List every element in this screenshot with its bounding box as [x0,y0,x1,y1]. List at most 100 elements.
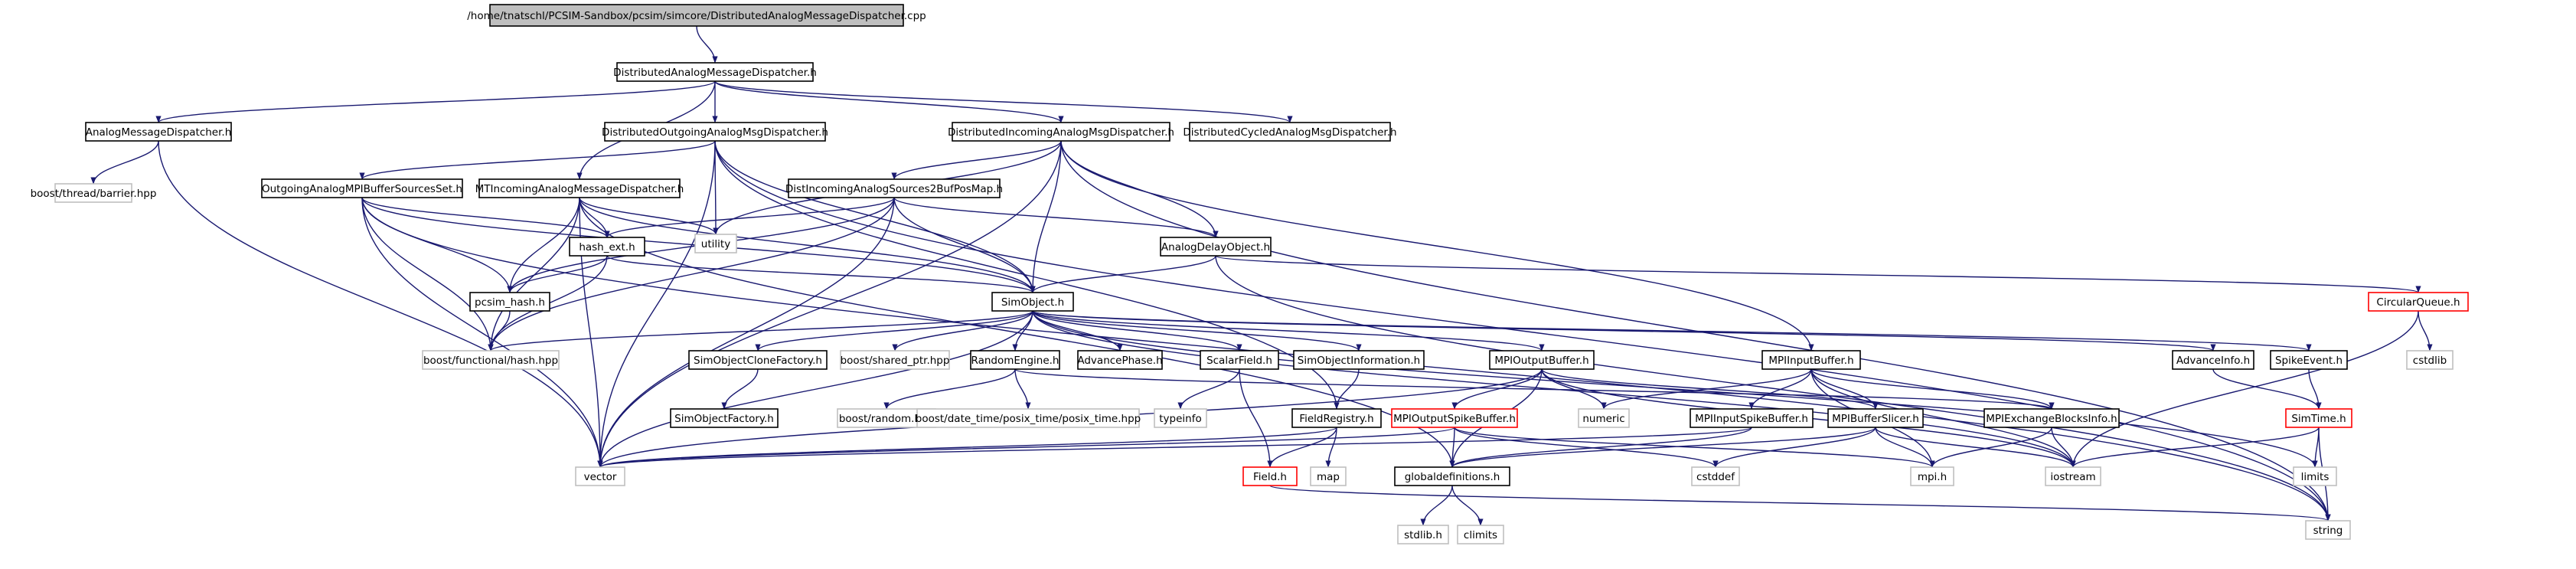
node-box-mtiamd [478,178,681,198]
node-boosthash[interactable]: boost/functional/hash.hpp [422,350,560,370]
node-hashext[interactable]: hash_ext.h [569,237,645,257]
node-circq[interactable]: CircularQueue.h [2368,292,2469,312]
node-box-doamd [604,122,826,142]
node-mpiebi[interactable]: MPIExchangeBlocksInfo.h [1983,408,2120,428]
node-label-amd: AnalogMessageDispatcher.h [86,126,232,139]
node-box-iostream [2045,466,2101,486]
nodes-layer: /home/tnatschl/PCSIM-Sandbox/pcsim/simco… [31,4,2469,544]
edge-mpiib-to-mpibs [1810,368,1879,410]
node-fieldreg[interactable]: FieldRegistry.h [1291,408,1382,428]
node-amd[interactable]: AnalogMessageDispatcher.h [85,122,232,142]
node-box-root [489,4,904,27]
node-box-field [1242,466,1298,486]
node-dias2bpm[interactable]: DistIncomingAnalogSources2BufPosMap.h [785,178,1003,198]
node-advphase[interactable]: AdvancePhase.h [1077,350,1163,370]
node-box-string [2305,520,2351,540]
node-mpih[interactable]: mpi.h [1910,466,1954,486]
node-label-limits: limits [2301,471,2330,483]
node-diamd[interactable]: DistributedIncomingAnalogMsgDispatcher.h [948,122,1174,142]
node-map[interactable]: map [1310,466,1347,486]
edge-simobject-to-boosthash [488,310,1033,352]
node-cstddef[interactable]: cstddef [1691,466,1740,486]
node-ado[interactable]: AnalogDelayObject.h [1160,237,1272,257]
node-mtiamd[interactable]: MTIncomingAnalogMessageDispatcher.h [475,178,684,198]
node-stdlib[interactable]: stdlib.h [1397,525,1449,544]
node-sharedptr[interactable]: boost/shared_ptr.hpp [840,350,950,370]
node-vector[interactable]: vector [575,466,625,486]
node-box-oamss [261,178,463,198]
node-label-hashext: hash_ext.h [579,241,635,253]
edge-diamd-to-dias2bpm [891,140,1062,180]
node-mpiosb[interactable]: MPIOutputSpikeBuffer.h [1391,408,1518,428]
edge-field-to-string [1269,485,2331,522]
node-box-advphase [1077,350,1163,370]
node-globaldefs[interactable]: globaldefinitions.h [1394,466,1510,486]
edge-simtime-to-limits [2312,427,2320,468]
node-field[interactable]: Field.h [1242,466,1298,486]
node-simobject[interactable]: SimObject.h [991,292,1074,312]
node-mpibs[interactable]: MPIBufferSlicer.h [1827,408,1924,428]
node-reng[interactable]: RandomEngine.h [970,350,1060,370]
node-mpiob[interactable]: MPIOutputBuffer.h [1489,350,1595,370]
node-oamss[interactable]: OutgoingAnalogMPIBufferSourcesSet.h [261,178,463,198]
edge-simobject-to-socf [755,310,1033,352]
node-soinfo[interactable]: SimObjectInformation.h [1293,350,1425,370]
node-climits[interactable]: climits [1457,525,1504,544]
node-utility[interactable]: utility [694,234,737,253]
node-string[interactable]: string [2305,520,2351,540]
edge-mpiisb-to-vector [597,427,1752,468]
node-cstdlib[interactable]: cstdlib [2406,350,2454,370]
node-box-typeinfo [1154,408,1207,428]
node-box-circq [2368,292,2469,312]
node-label-numeric: numeric [1582,413,1624,425]
node-socf[interactable]: SimObjectCloneFactory.h [688,350,828,370]
edge-mtiamd-to-hashext [579,197,610,238]
edge-damd-to-diamd [714,80,1064,123]
edge-dias2bpm-to-boosthash [488,197,895,352]
node-numeric[interactable]: numeric [1578,408,1630,428]
node-label-spikeev: SpikeEvent.h [2275,355,2343,367]
edge-mpibs-to-iostream [1875,427,2076,468]
node-scalarfield[interactable]: ScalarField.h [1200,350,1279,370]
node-spikeev[interactable]: SpikeEvent.h [2270,350,2348,370]
node-mpiisb[interactable]: MPIInputSpikeBuffer.h [1690,408,1814,428]
node-sofact[interactable]: SimObjectFactory.h [670,408,779,428]
node-doamd[interactable]: DistributedOutgoingAnalogMsgDispatcher.h [602,122,828,142]
node-pcsimhash[interactable]: pcsim_hash.h [469,292,550,312]
node-box-hashext [569,237,645,257]
node-damd[interactable]: DistributedAnalogMessageDispatcher.h [613,62,817,82]
node-typeinfo[interactable]: typeinfo [1154,408,1207,428]
edge-doamd-to-vector [597,140,716,468]
node-box-fieldreg [1291,408,1382,428]
node-label-mpibs: MPIBufferSlicer.h [1832,413,1919,425]
node-barrier[interactable]: boost/thread/barrier.hpp [31,183,157,203]
edge-fieldreg-to-map [1325,427,1337,468]
edge-globaldefs-to-climits [1451,485,1484,526]
node-posix[interactable]: boost/date_time/posix_time/posix_time.hp… [916,408,1141,428]
edges-layer [90,25,2433,526]
node-mpiib[interactable]: MPIInputBuffer.h [1761,350,1861,370]
edge-simobject-to-advinfo [1032,310,2216,352]
node-box-limits [2293,466,2337,486]
node-simtime[interactable]: SimTime.h [2285,408,2352,428]
node-limits[interactable]: limits [2293,466,2337,486]
node-label-doamd: DistributedOutgoingAnalogMsgDispatcher.h [602,126,828,139]
node-advinfo[interactable]: AdvanceInfo.h [2172,350,2254,370]
node-dcamd[interactable]: DistributedCycledAnalogMsgDispatcher.h [1183,122,1397,142]
node-label-socf: SimObjectCloneFactory.h [694,355,822,367]
edge-hashext-to-simobject [606,255,1036,293]
node-label-cstddef: cstddef [1696,471,1735,483]
node-root[interactable]: /home/tnatschl/PCSIM-Sandbox/pcsim/simco… [467,4,926,27]
node-iostream[interactable]: iostream [2045,466,2101,486]
edge-hashext-to-pcsimhash [507,255,608,293]
edge-dias2bpm-to-vector [597,197,895,468]
edge-scalarfield-to-field [1239,368,1273,468]
edge-scalarfield-to-typeinfo [1177,368,1240,410]
node-box-pcsimhash [469,292,550,312]
node-box-sharedptr [840,350,950,370]
node-box-advinfo [2172,350,2254,370]
edge-dias2bpm-to-hashext [604,197,895,238]
node-label-sofact: SimObjectFactory.h [674,413,774,425]
edge-damd-to-amd [155,80,716,123]
